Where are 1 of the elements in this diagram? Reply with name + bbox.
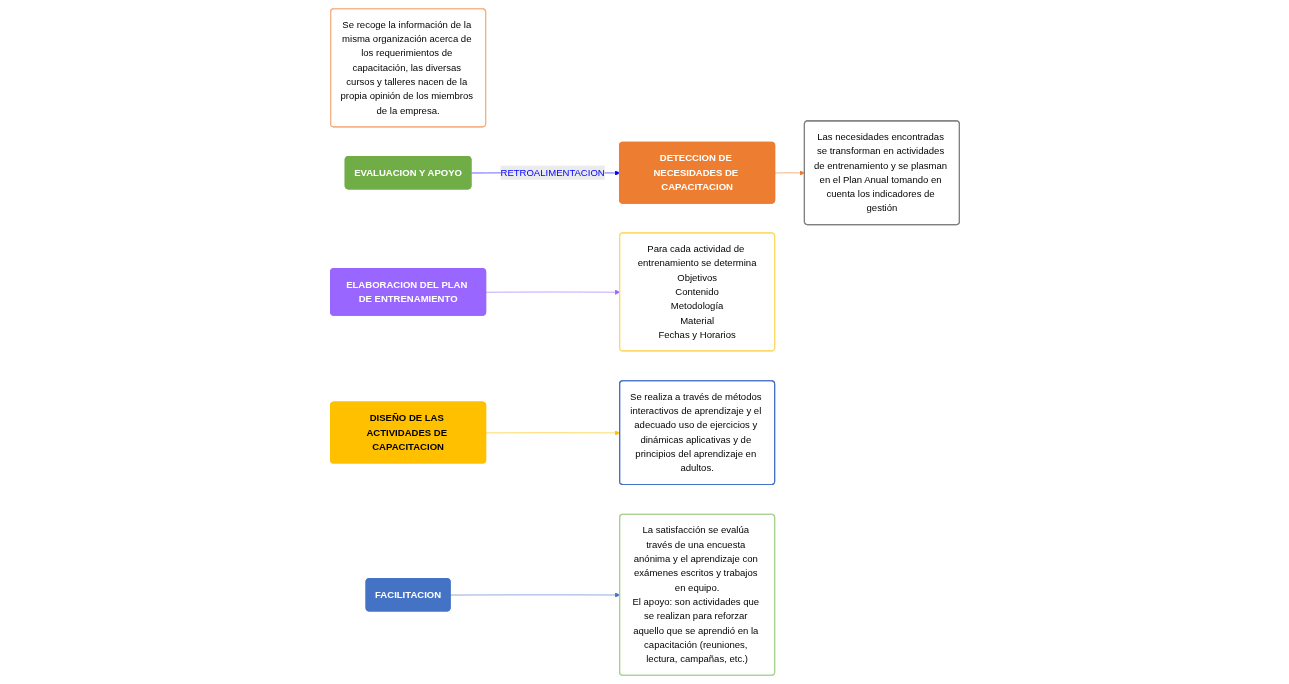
edge-label: RETROALIMENTACION [499,167,605,178]
